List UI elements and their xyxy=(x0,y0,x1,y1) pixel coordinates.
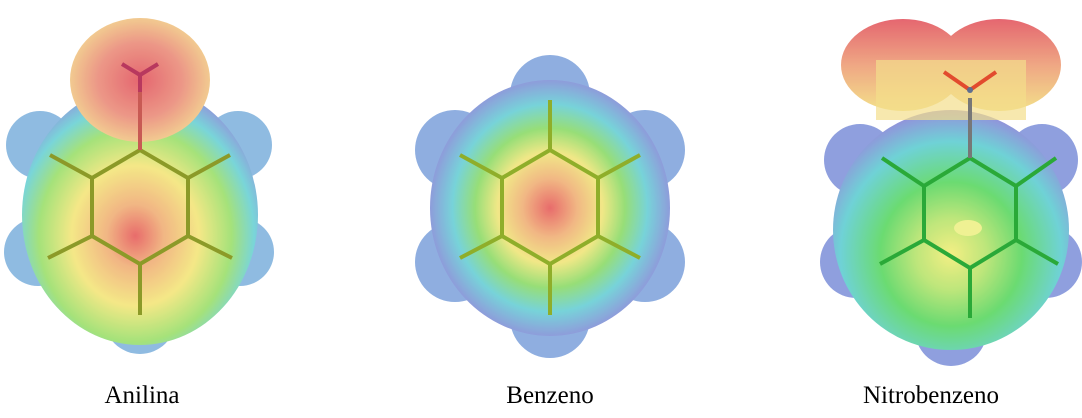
benzene-electrostatic-potential-map xyxy=(415,55,685,358)
anilina-panel: Anilina xyxy=(0,0,290,418)
anilina-caption: Anilina xyxy=(104,382,180,409)
nitrobenzeno-panel: Nitrobenzeno xyxy=(820,0,1082,418)
aniline-electrostatic-potential-map xyxy=(4,18,274,354)
nitrobenzeno-caption: Nitrobenzeno xyxy=(862,382,1000,409)
benzeno-caption: Benzeno xyxy=(506,382,594,409)
nitrobenzene-electrostatic-potential-map xyxy=(820,19,1082,366)
benzeno-panel: Benzeno xyxy=(400,0,700,418)
